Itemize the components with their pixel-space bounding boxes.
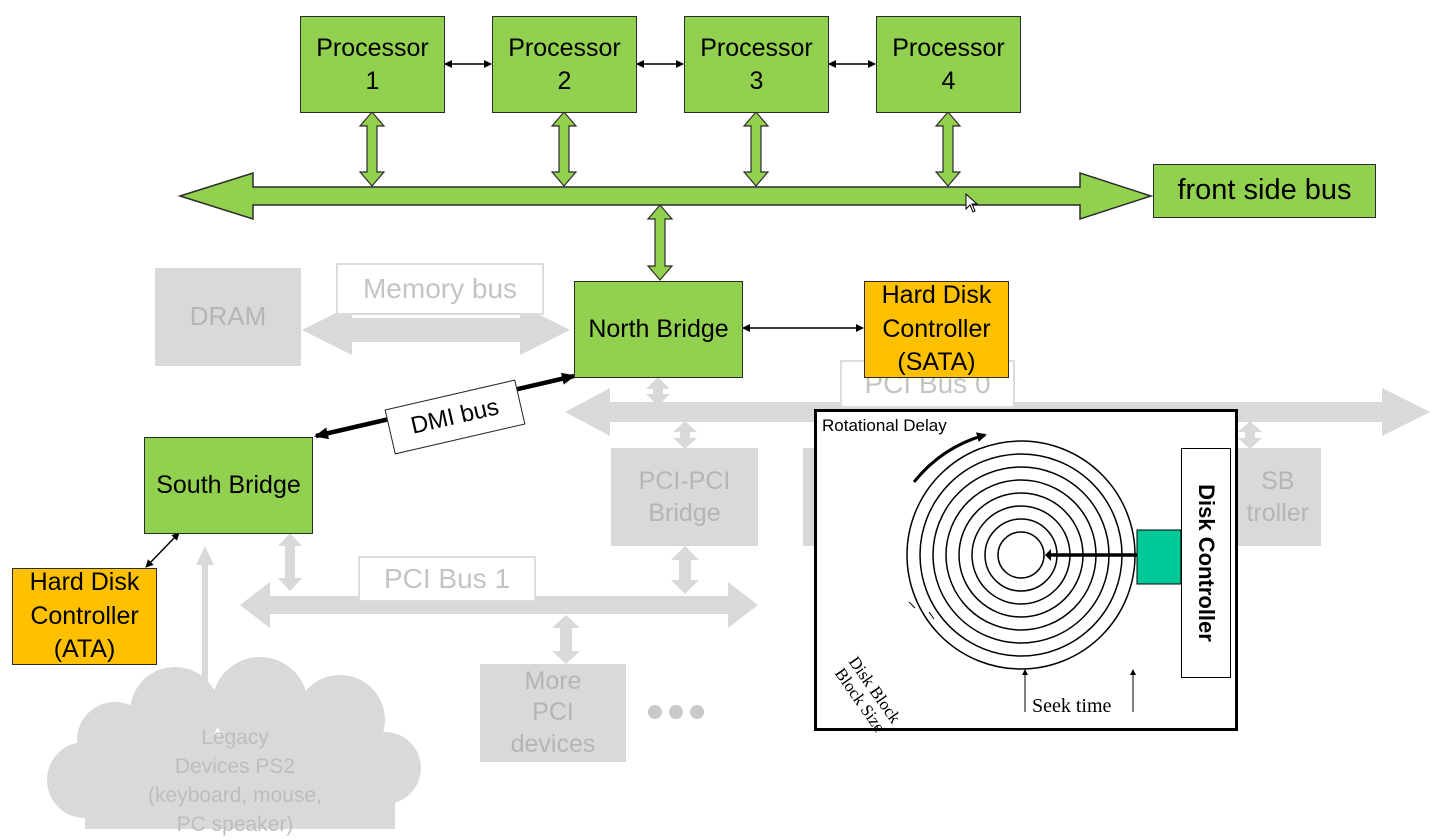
pci-bus-1-label: PCI Bus 1 [358,556,536,602]
legacy-arrow-shaft [202,562,208,702]
dot [690,705,704,719]
bridge-pci1-arrow [671,546,699,594]
hdd-controller-ata: Hard Disk Controller (ATA) [12,568,157,665]
p1-bus-arrow [358,111,386,187]
rotation-arrow [912,432,987,483]
more-pci-devices-box: More PCI devices [480,664,626,762]
processor-links [145,60,876,568]
disk-platter [906,432,1182,712]
faded-bus-arrows [47,305,1430,829]
sb-pci1-arrow [278,533,302,591]
arm-actuator [1136,529,1182,585]
front-side-bus-arrow [177,171,1154,221]
processor-4: Processor 4 [876,16,1021,113]
processor-bus-arrows [358,111,962,281]
front-side-bus-label: front side bus [1153,164,1376,218]
legacy-cloud [47,657,421,829]
pci0-usb-arrow [1238,421,1262,449]
south-bridge: South Bridge [144,437,313,534]
seek-time-label: Seek time [1032,695,1112,717]
legacy-arrow-head [196,546,214,565]
p4-bus-arrow [934,111,962,187]
processor-2: Processor 2 [492,16,637,113]
block-tick-1 [908,601,916,609]
dot [648,705,662,719]
disk-controller-label: Disk Controller [1194,484,1219,642]
ellipsis-dots [648,705,711,724]
memory-bus-label: Memory bus [336,263,544,315]
p2-bus-arrow [550,111,578,187]
read-head [1045,549,1051,561]
processor-1: Processor 1 [300,16,445,113]
legacy-devices-label: Legacy Devices PS2 (keyboard, mouse, PC … [148,726,322,836]
fsb-nb-arrow [646,204,674,281]
p3-bus-arrow [742,111,770,187]
disk-inset: Rotational Delay Disk Block Block Size S… [814,409,1238,736]
nb-pci0-arrow [646,377,670,406]
dram-box: DRAM [155,268,301,366]
processor-3: Processor 3 [684,16,829,113]
pci1-more-arrow [552,615,580,664]
pci-pci-bridge-box: PCI-PCI Bridge [611,448,758,546]
sb-ata-link [145,532,180,568]
rotational-delay-label: Rotational Delay [822,416,947,435]
north-bridge: North Bridge [574,281,743,378]
mouse-cursor-icon [965,193,979,213]
dot [669,705,683,719]
memory-bus-arrow [302,305,570,355]
pci-bus-1-arrow [240,582,758,628]
pci0-bridge-arrow [673,421,697,449]
hdd-controller-sata: Hard Disk Controller (SATA) [864,281,1009,378]
disk-controller-box: Disk Controller [1181,448,1231,678]
block-tick-2 [928,611,935,620]
